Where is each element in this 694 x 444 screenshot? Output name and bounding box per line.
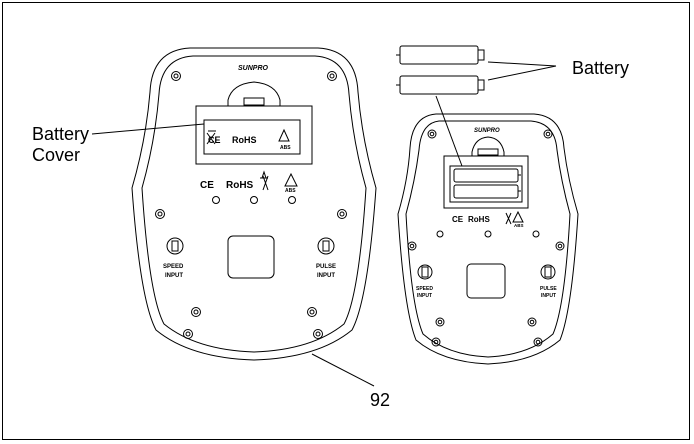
- device-small-text: SUNPRO SUNPRO CE RoHS ABS CE RoHS ABS CE…: [163, 65, 557, 299]
- battery-cover-leader: [91, 123, 205, 135]
- right-pulse-input-1: PULSE: [540, 286, 557, 292]
- figure-frame: [2, 2, 690, 440]
- right-screw-holes: [407, 129, 565, 347]
- right-center-window: [466, 263, 506, 299]
- battery-label: Battery: [572, 58, 630, 78]
- right-pulse-input-2: INPUT: [541, 293, 556, 299]
- left-pulse-input-2: INPUT: [317, 273, 335, 279]
- left-screw-holes: [155, 71, 347, 339]
- battery-cover-label-line2: Cover: [32, 145, 81, 165]
- part-92-leader: [311, 353, 375, 387]
- left-cover-abs: ABS: [280, 145, 291, 151]
- right-rohs: RoHS: [468, 215, 490, 224]
- left-cover-rohs: RoHS: [232, 135, 257, 145]
- loose-battery-bottom: [396, 75, 485, 95]
- left-rohs: RoHS: [226, 180, 254, 191]
- battery-insert-line: [435, 95, 463, 167]
- part-number-label: 92: [370, 390, 391, 410]
- left-input-jacks: [166, 237, 335, 255]
- battery-compartment: [443, 136, 529, 209]
- battery-cover-label-line1: Battery: [32, 124, 90, 144]
- battery-cover-label: Battery Cover: [32, 124, 89, 166]
- battery-leader-bottom: [487, 65, 557, 81]
- left-device-back: [131, 47, 377, 361]
- left-brand-logo: SUNPRO: [238, 65, 269, 72]
- left-speed-input-1: SPEED: [163, 264, 184, 270]
- left-center-window: [227, 235, 275, 279]
- left-cover-ce: CE: [208, 135, 221, 145]
- right-input-jacks: [417, 264, 556, 280]
- left-speed-input-2: INPUT: [165, 273, 183, 279]
- right-speed-input-1: SPEED: [416, 286, 433, 292]
- right-abs: ABS: [514, 223, 524, 228]
- loose-battery-top: [396, 45, 485, 65]
- left-pulse-input-1: PULSE: [316, 264, 336, 270]
- left-abs: ABS: [285, 188, 296, 194]
- right-speed-input-2: INPUT: [417, 293, 432, 299]
- right-cert-icons: [505, 210, 524, 225]
- left-ce: CE: [200, 180, 214, 191]
- battery-leader-top: [487, 61, 557, 67]
- right-brand-logo: SUNPRO: [474, 128, 500, 134]
- battery-cover: [195, 81, 313, 165]
- right-device-back: [397, 113, 579, 365]
- left-cert-icons: [206, 128, 298, 191]
- right-ce: CE: [452, 215, 464, 224]
